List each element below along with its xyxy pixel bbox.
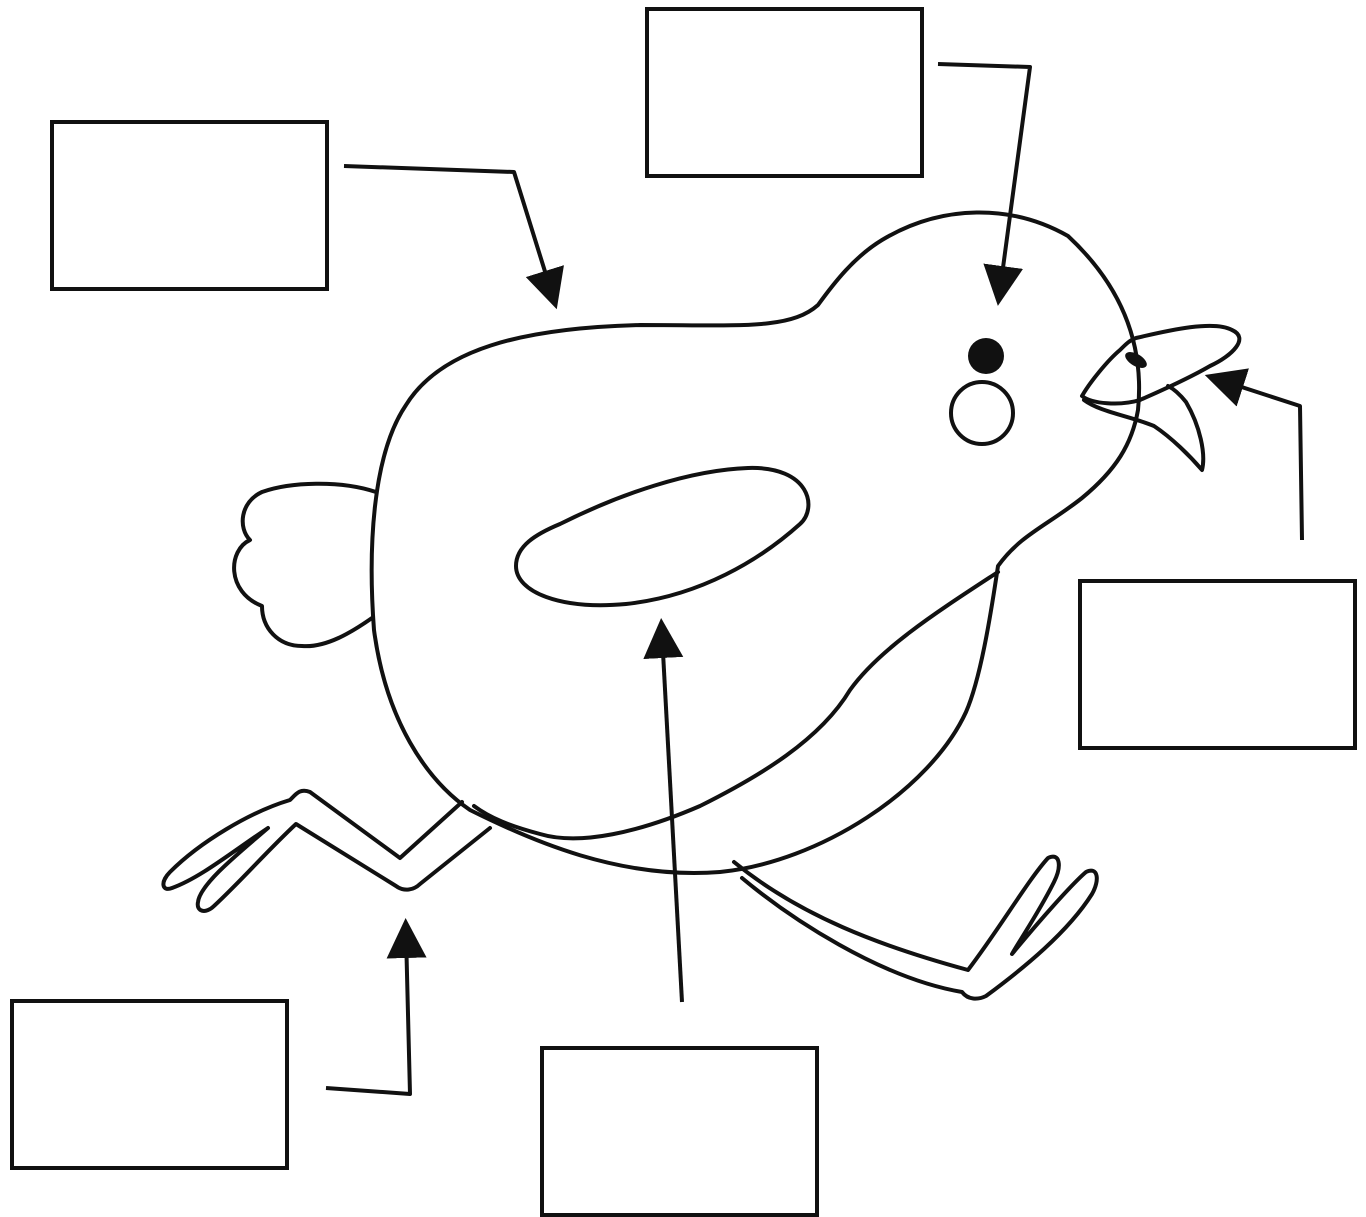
label-box-wing[interactable]	[540, 1046, 819, 1217]
beak-lower	[1082, 384, 1206, 472]
arrow-to-wing	[643, 618, 684, 1003]
tail-feathers	[232, 481, 378, 649]
back-leg	[161, 788, 492, 913]
cheek-circle	[949, 380, 1015, 446]
arrow-to-eye	[937, 62, 1032, 306]
label-box-beak[interactable]	[1078, 579, 1357, 750]
arrow-to-beak	[1204, 368, 1304, 541]
wing-shape	[514, 465, 811, 608]
belly-line	[472, 570, 1000, 841]
front-leg	[732, 854, 1099, 1001]
beak-upper	[1080, 323, 1242, 406]
eye-dot	[968, 338, 1004, 374]
label-box-eye[interactable]	[645, 7, 924, 178]
chick-body-outline	[369, 210, 1142, 875]
label-box-body[interactable]	[50, 120, 329, 291]
arrow-to-body	[343, 164, 564, 310]
arrow-to-leg	[325, 918, 427, 1096]
label-box-leg[interactable]	[10, 999, 289, 1170]
nostril	[1125, 352, 1147, 368]
